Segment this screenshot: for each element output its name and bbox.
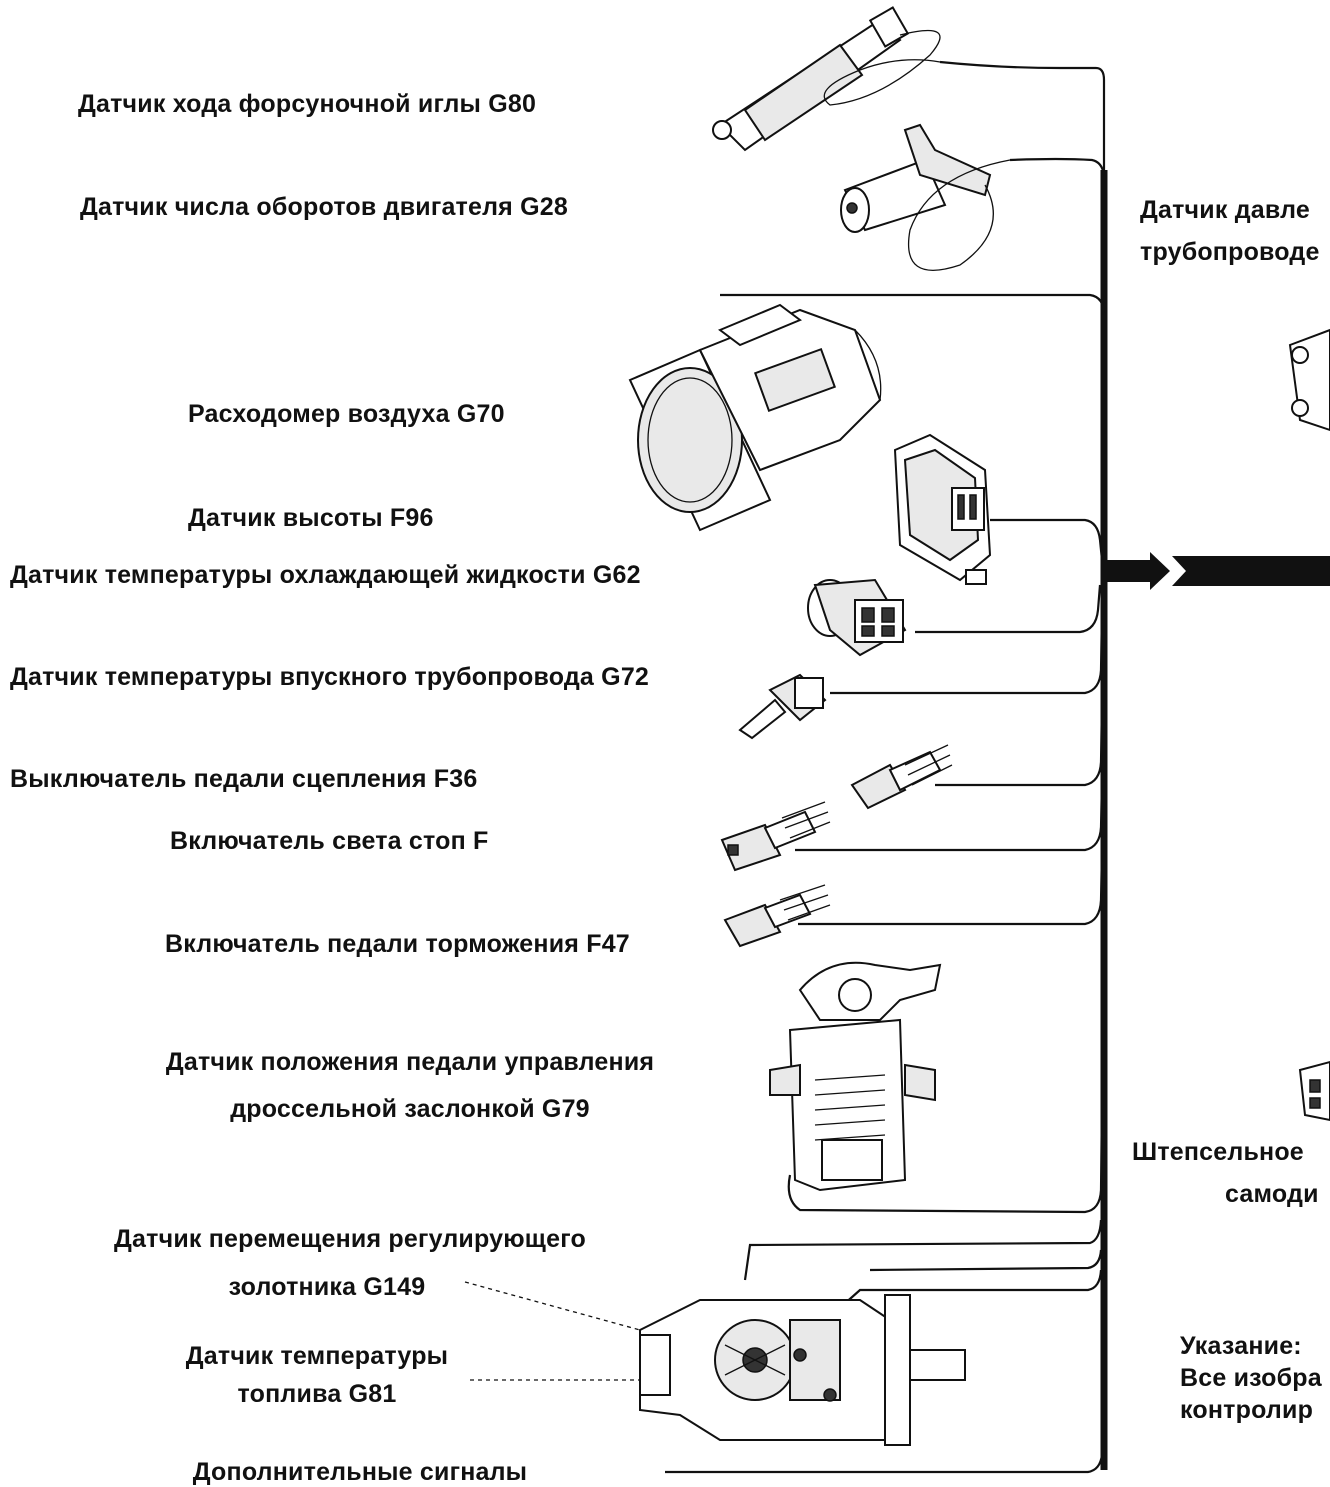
- intake-temp-sensor-icon: [738, 673, 827, 740]
- label-f36: Выключатель педали сцепления F36: [10, 765, 478, 793]
- label-f: Включатель света стоп F: [170, 827, 489, 855]
- brake-pedal-switch-icon: [723, 884, 831, 948]
- label-g62: Датчик температуры охлаждающей жидкости …: [10, 561, 641, 589]
- altitude-sensor-icon: [893, 433, 992, 585]
- label-plug-line2: самоди: [1225, 1180, 1319, 1208]
- injection-pump-icon: [464, 1281, 966, 1446]
- label-g28: Датчик числа оборотов двигателя G28: [80, 193, 568, 221]
- label-g81-line1: Датчик температуры: [185, 1342, 449, 1370]
- diagnostic-connector-icon: [1298, 1060, 1330, 1122]
- label-f47: Включатель педали торможения F47: [165, 930, 630, 958]
- label-pressure-line1: Датчик давле: [1140, 196, 1310, 224]
- label-note-line2: Все изобра: [1180, 1364, 1322, 1392]
- engine-speed-sensor-icon: [840, 123, 1011, 271]
- injector-needle-sensor-icon: [712, 6, 941, 152]
- brake-light-switch-icon: [720, 801, 831, 872]
- label-note-title: Указание:: [1180, 1332, 1302, 1360]
- label-g79-line1: Датчик положения педали управления: [165, 1048, 655, 1076]
- label-note-line3: контролир: [1180, 1396, 1314, 1424]
- coolant-temp-sensor-icon: [807, 578, 907, 657]
- air-flow-meter-icon: [628, 303, 882, 532]
- clutch-switch-icon: [850, 744, 953, 810]
- label-g149-line1: Датчик перемещения регулирующего: [114, 1225, 586, 1253]
- label-plug-line1: Штепсельное: [1132, 1138, 1304, 1166]
- label-g79-line2: дроссельной заслонкой G79: [230, 1095, 590, 1123]
- label-g80: Датчик хода форсуночной иглы G80: [78, 90, 537, 118]
- label-g81-line2: топлива G81: [237, 1380, 397, 1408]
- label-g149-line2: золотника G149: [228, 1273, 426, 1301]
- sensor-wires: [665, 60, 1106, 1474]
- label-f96: Датчик высоты F96: [188, 504, 434, 532]
- label-pressure-line2: трубопроводе: [1140, 238, 1320, 266]
- pressure-sensor-icon: [1288, 328, 1330, 432]
- label-g72: Датчик температуры впускного трубопровод…: [10, 663, 650, 691]
- label-g70: Расходомер воздуха G70: [188, 400, 505, 428]
- label-extra-signals: Дополнительные сигналы: [192, 1458, 528, 1486]
- signal-arrow-icon: [1104, 552, 1330, 590]
- throttle-pedal-sensor-icon: [769, 961, 942, 1192]
